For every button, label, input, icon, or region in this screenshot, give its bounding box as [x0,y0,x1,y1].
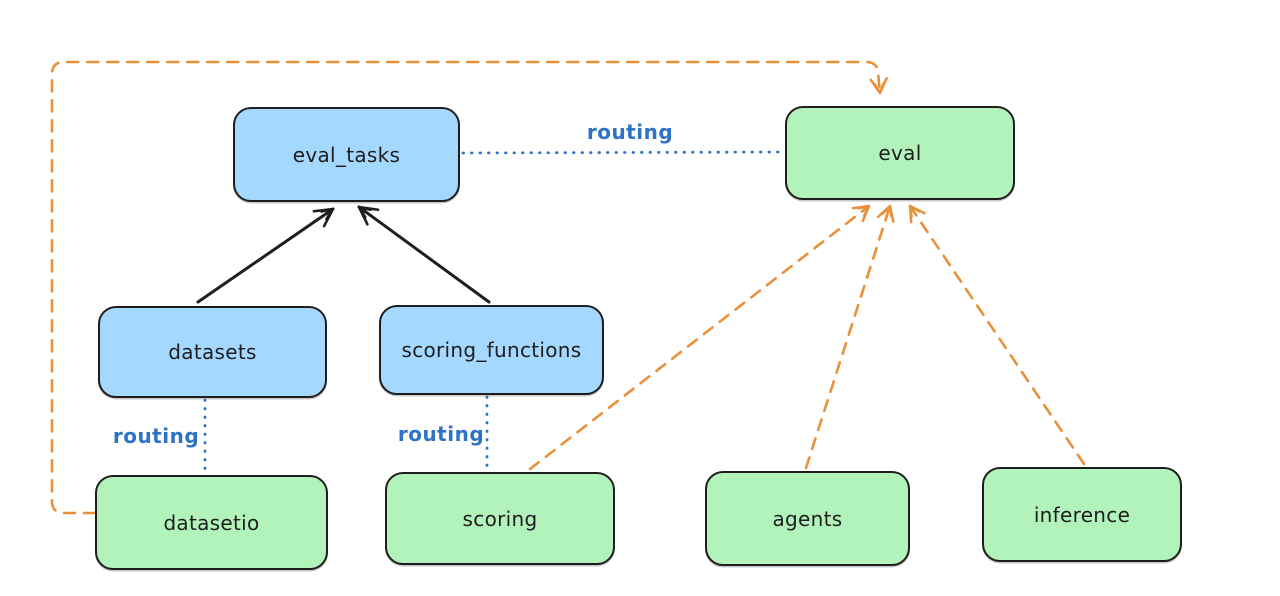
edge-eval-tasks-to-eval-routing [461,150,785,155]
node-datasetio-label: datasetio [163,510,260,535]
edge-label-routing-scoring: routing [397,422,485,446]
edge-agents-to-eval [804,204,895,470]
node-scoring: scoring [385,472,615,565]
edge-inference-to-eval [908,204,1086,466]
node-inference: inference [982,467,1182,562]
node-agents-label: agents [772,506,843,531]
edge-label-routing-top: routing [586,120,674,144]
node-datasets-label: datasets [168,340,257,364]
node-scoring-label: scoring [462,506,538,531]
edge-datasetio-to-eval [50,60,888,515]
node-datasets: datasets [98,306,327,398]
node-inference-label: inference [1033,502,1131,527]
node-eval-tasks: eval_tasks [233,107,460,202]
edge-scoring-to-eval [528,204,871,471]
node-scoring-functions: scoring_functions [379,305,604,395]
edge-label-routing-datasets: routing [112,424,200,448]
node-datasetio: datasetio [95,475,328,570]
node-eval: eval [785,106,1015,200]
node-eval-tasks-label: eval_tasks [292,142,401,167]
edge-scoring-functions-to-eval-tasks [357,205,491,304]
node-eval-label: eval [878,141,922,165]
node-agents: agents [705,471,910,566]
node-scoring-functions-label: scoring_functions [401,338,582,362]
edge-datasets-to-eval-tasks [196,207,335,304]
